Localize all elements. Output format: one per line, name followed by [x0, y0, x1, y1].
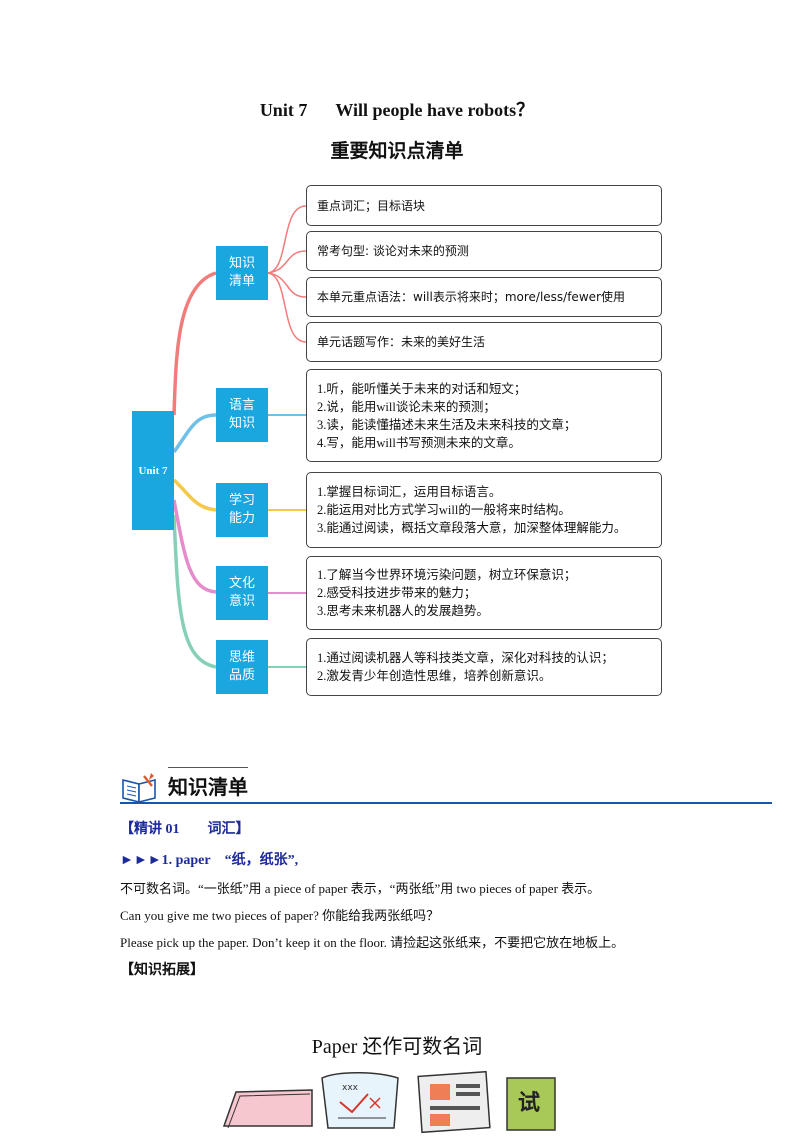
connector-zhishi — [172, 271, 217, 416]
newspaper-icon — [417, 1070, 491, 1134]
paper-stack-icon — [222, 1089, 313, 1129]
mindmap-box: 1.听，能听懂关于未来的对话和短文；2.说，能用will谈论未来的预测；3.读，… — [306, 369, 662, 462]
example-line-2: Please pick up the paper. Don’t keep it … — [120, 935, 625, 950]
connector-siwei — [172, 514, 217, 669]
exam-book-icon: 试 — [506, 1077, 556, 1131]
category-siwei-pinzhi: 思维品质 — [216, 640, 268, 694]
unit-title: Will people have robots？ — [335, 100, 535, 120]
document-title: Unit 7 Will people have robots？ — [0, 96, 794, 122]
page-subtitle: 重要知识点清单 — [330, 140, 464, 162]
svg-text:xxx: xxx — [342, 1083, 359, 1093]
paper-illustration: xxx 试 — [222, 1070, 556, 1134]
section-heading: 知识清单 — [120, 767, 772, 806]
mindmap-box: 本单元重点语法：will表示将来时；more/less/fewer使用 — [306, 277, 662, 317]
mindmap-box: 1.掌握目标词汇，运用目标语言。2.能运用对比方式学习will的一般将来时结构。… — [306, 472, 662, 548]
category-xuexi-nengli: 学习能力 — [216, 483, 268, 537]
mindmap-box: 重点词汇；目标语块 — [306, 185, 662, 226]
category-zhishi-qingdan: 知识清单 — [216, 246, 268, 300]
explanation-line: 不可数名词。“一张纸”用 a piece of paper 表示，“两张纸”用 … — [120, 881, 601, 896]
mindmap-root: Unit 7 — [132, 411, 174, 530]
connector-yuyan — [172, 413, 217, 454]
svg-text:试: 试 — [518, 1091, 540, 1116]
mindmap-box: 1.通过阅读机器人等科技类文章，深化对科技的认识；2.激发青少年创造性思维，培养… — [306, 638, 662, 696]
figure-title: Paper 还作可数名词 — [311, 1036, 483, 1058]
vocab-entry: ►►►1. paper“纸，纸张”, — [120, 853, 299, 868]
section-heading-text: 知识清单 — [168, 767, 248, 800]
unit-label: Unit 7 — [259, 100, 308, 120]
mindmap-connectors — [172, 205, 307, 669]
category-wenhua-yishi: 文化意识 — [216, 566, 268, 620]
mindmap-box: 常考句型: 谈论对未来的预测 — [306, 231, 662, 271]
mindmap-box: 单元话题写作：未来的美好生活 — [306, 322, 662, 362]
mindmap-box: 1.了解当今世界环境污染问题，树立环保意识；2.感受科技进步带来的魅力；3.思考… — [306, 556, 662, 630]
category-yuyan-zhishi: 语言知识 — [216, 388, 268, 442]
example-line-1: Can you give me two pieces of paper? 你能给… — [120, 908, 440, 923]
connector-wenhua — [172, 499, 217, 594]
exam-paper-icon: xxx — [321, 1071, 399, 1129]
knowledge-expansion-label: 【知识拓展】 — [120, 963, 204, 978]
jingjiang-label: 【精讲 01 词汇】 — [120, 822, 250, 837]
book-icon — [122, 773, 156, 804]
connector-xuexi — [172, 478, 217, 512]
